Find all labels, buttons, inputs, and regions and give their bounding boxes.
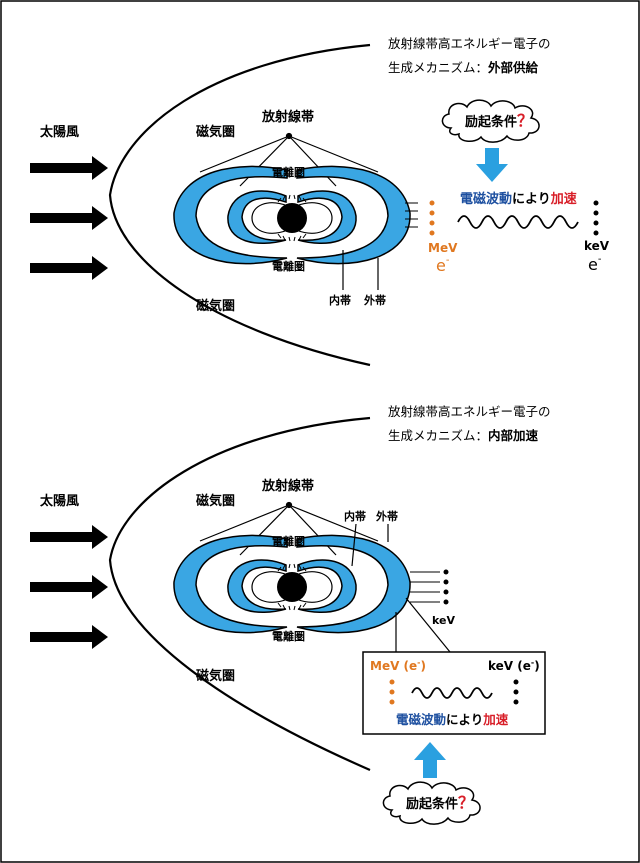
kev-electron-dots — [593, 200, 599, 236]
blue-arrow-down — [476, 148, 508, 182]
magnetopause-curve — [108, 416, 371, 772]
electron-arrows — [410, 571, 440, 603]
kev-label: keV — [432, 614, 455, 627]
electron-symbol: e- — [588, 254, 602, 274]
solar-wind-arrow — [30, 525, 108, 549]
radiation-belts — [173, 534, 411, 634]
kev-electron-dots — [513, 679, 519, 705]
belt-leader-lines — [351, 523, 389, 567]
em-wave — [457, 215, 579, 229]
magnetosphere-label: 磁気圏 — [196, 298, 235, 314]
belt-pointer-lines — [199, 132, 379, 187]
magnetosphere-label: 磁気圏 — [196, 124, 235, 140]
radiation-belts-label: 放射線帯 — [261, 109, 314, 125]
ionosphere-label: 電離圏 — [272, 259, 305, 273]
mev-electron-dots — [429, 200, 435, 236]
outer-belt-label: 外帯 — [375, 509, 398, 523]
electron-arrows — [405, 202, 418, 228]
wave-acceleration-label: 電磁波動により加速 — [460, 191, 577, 207]
inner-belt-label: 内帯 — [344, 509, 366, 523]
magnetosphere-label: 磁気圏 — [196, 668, 235, 684]
bottom-panel: 放射線帯高エネルギー電子の 生成メカニズム：内部加速 太陽風 磁気圏 磁気圏 放… — [30, 404, 551, 825]
electron-symbol: e- — [436, 255, 450, 275]
ionosphere-label: 電離圏 — [272, 165, 305, 179]
box-kev-label: keV (e-) — [488, 658, 540, 673]
top-panel: 放射線帯高エネルギー電子の 生成メカニズム：外部供給 太陽風 磁気圏 磁気圏 放… — [30, 36, 610, 367]
wave-acceleration-label: 電磁波動により加速 — [396, 712, 509, 727]
outer-belt-label: 外帯 — [363, 293, 386, 307]
kev-electron-dots — [443, 569, 449, 605]
magnetosphere-label: 磁気圏 — [196, 493, 235, 509]
ionosphere-label: 電離圏 — [272, 629, 305, 643]
solar-wind-arrow — [30, 206, 108, 230]
solar-wind-arrow — [30, 256, 108, 280]
excitation-label: 励起条件？ — [465, 111, 533, 130]
bottom-caption-line1: 放射線帯高エネルギー電子の — [388, 404, 551, 419]
solar-wind-label: 太陽風 — [39, 493, 79, 509]
zoom-callout-lines — [395, 597, 451, 653]
inner-belt-label: 内帯 — [329, 293, 351, 307]
solar-wind-arrow — [30, 625, 108, 649]
radiation-belts-label: 放射線帯 — [261, 478, 314, 494]
em-wave — [411, 687, 493, 699]
excitation-label: 励起条件？ — [406, 793, 474, 812]
top-caption-line1: 放射線帯高エネルギー電子の — [388, 36, 551, 51]
magnetopause-curve — [108, 43, 371, 367]
bottom-caption-line2: 生成メカニズム：内部加速 — [388, 428, 539, 443]
mev-label: MeV — [428, 241, 458, 255]
solar-wind-label: 太陽風 — [39, 124, 79, 140]
radiation-belts — [173, 165, 411, 265]
solar-wind-arrow — [30, 156, 108, 180]
top-caption-line2: 生成メカニズム：外部供給 — [388, 60, 539, 75]
belt-leader-lines — [342, 250, 379, 290]
box-mev-label: MeV (e-) — [370, 658, 426, 673]
blue-arrow-up — [414, 742, 446, 778]
ionosphere-label: 電離圏 — [272, 534, 305, 548]
solar-wind-arrow — [30, 575, 108, 599]
mev-electron-dots — [389, 679, 395, 705]
kev-label: keV — [584, 239, 610, 253]
